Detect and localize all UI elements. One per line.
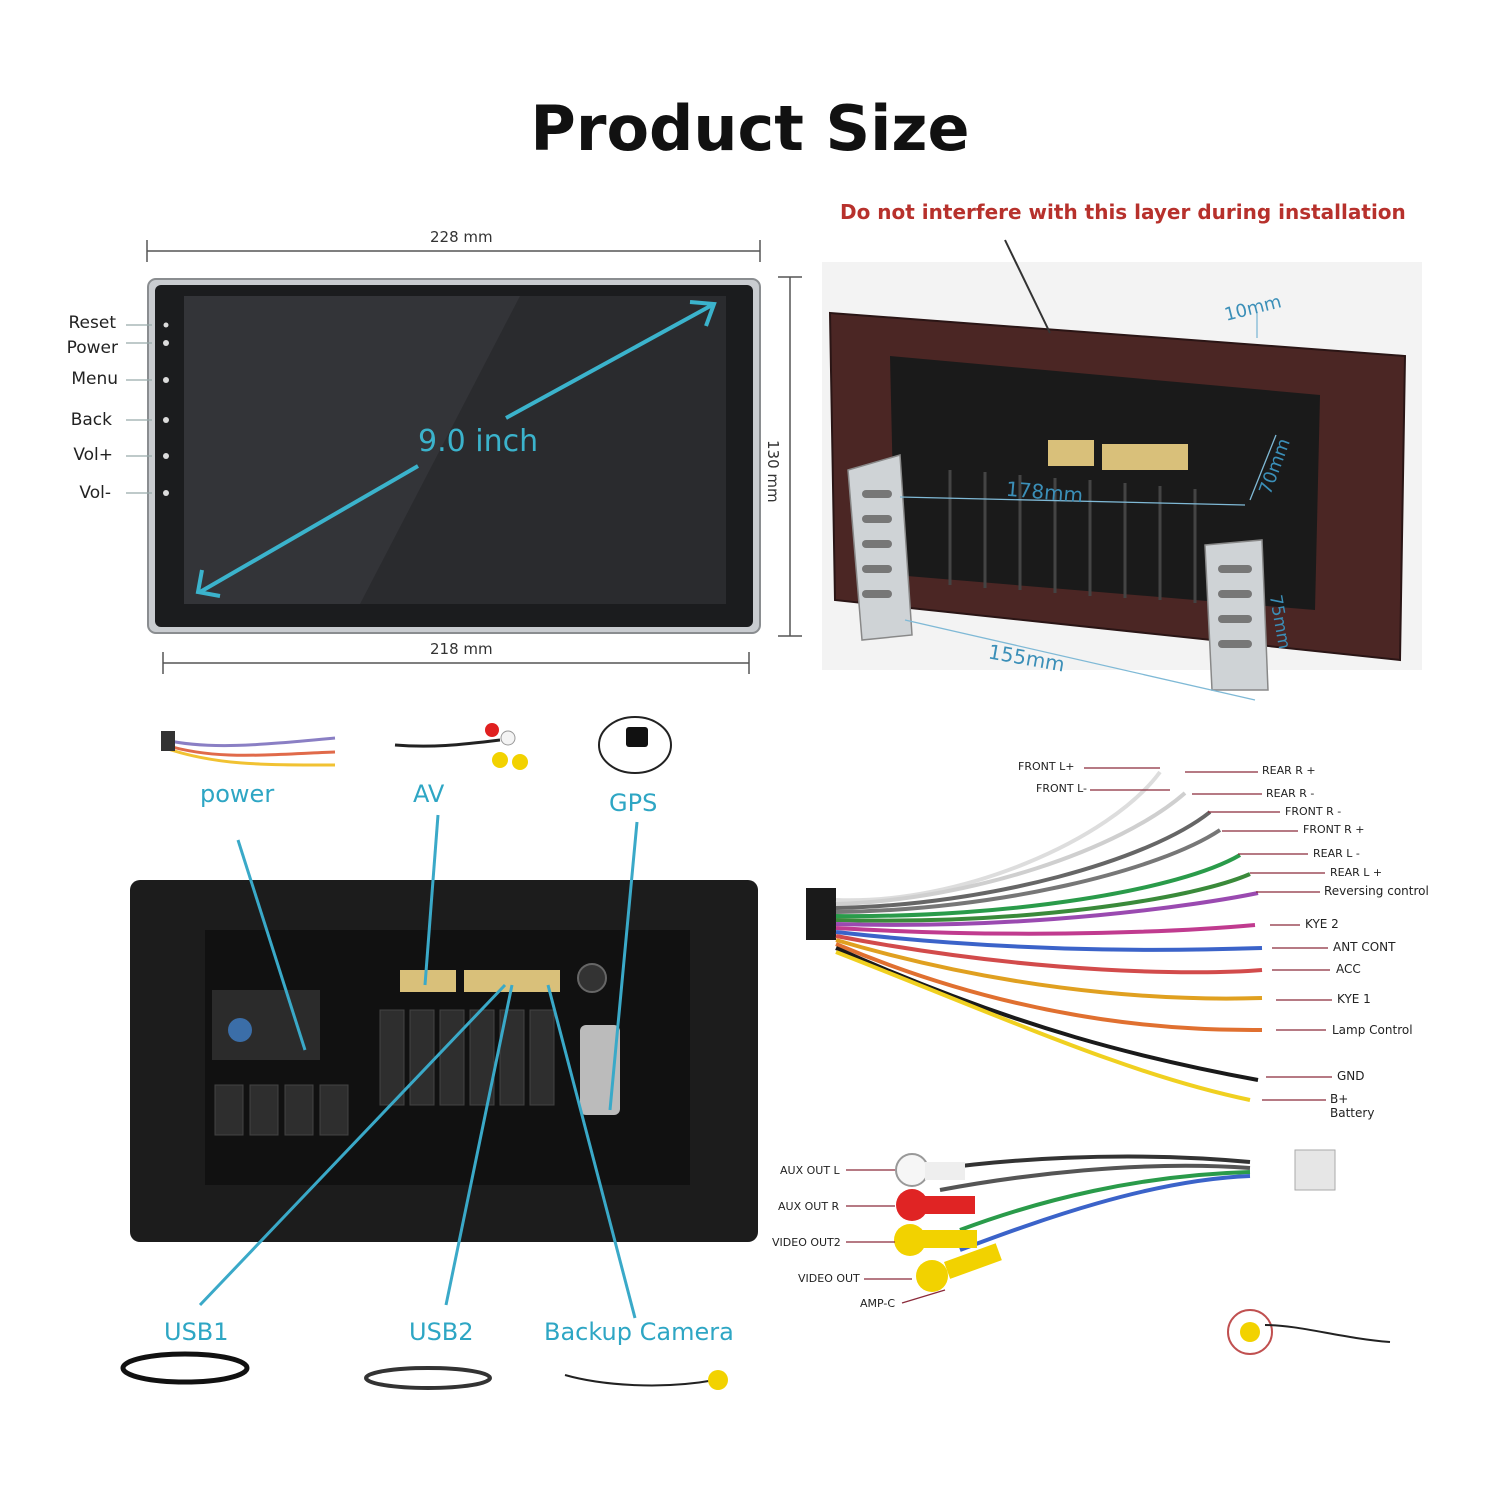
wire-label-rear-l-plus: REAR L + <box>1330 866 1383 879</box>
width-top-label: 228 mm <box>430 228 493 246</box>
install-warning: Do not interfere with this layer during … <box>840 200 1406 224</box>
wire-label-rear-l-minus: REAR L - <box>1313 847 1360 860</box>
accessory-backup-camera: Backup Camera <box>544 1318 734 1346</box>
wire-label-front-r-minus: FRONT R - <box>1285 805 1342 818</box>
button-label-power: Power <box>66 338 118 358</box>
wire-label-reversing-control: Reversing control <box>1324 884 1429 898</box>
width-bottom-label: 218 mm <box>430 640 493 658</box>
page-title: Product Size <box>530 92 970 165</box>
wire-label-front-r-plus: FRONT R + <box>1303 823 1365 836</box>
accessory-power: power <box>200 780 275 808</box>
accessory-gps: GPS <box>609 789 658 817</box>
wire-label-rear-r-minus: REAR R - <box>1266 787 1315 800</box>
wire-label-battery: Battery <box>1330 1106 1375 1120</box>
button-label-vol-up: Vol+ <box>73 445 113 465</box>
wire-label-aux-out-l: AUX OUT L <box>780 1164 840 1177</box>
wire-label-front-l-minus: FRONT L- <box>1036 782 1087 795</box>
wire-label-lamp-control: Lamp Control <box>1332 1023 1413 1037</box>
button-label-back: Back <box>70 410 112 430</box>
button-label-menu: Menu <box>71 369 118 389</box>
button-label-reset: Reset <box>68 313 117 333</box>
accessory-usb1: USB1 <box>164 1318 229 1346</box>
wire-label-aux-out-r: AUX OUT R <box>778 1200 840 1213</box>
button-label-vol-down: Vol- <box>79 483 111 503</box>
wire-label-video-out: VIDEO OUT <box>798 1272 860 1285</box>
wire-label-kye2: KYE 2 <box>1305 917 1339 931</box>
screen-size-label: 9.0 inch <box>418 424 539 459</box>
wire-label-ant-cont: ANT CONT <box>1333 940 1396 954</box>
wire-label-rear-r-plus: REAR R + <box>1262 764 1316 777</box>
wire-label-b-plus: B+ <box>1330 1092 1349 1106</box>
accessory-usb2: USB2 <box>409 1318 474 1346</box>
accessory-av: AV <box>413 780 445 808</box>
wire-label-gnd: GND <box>1337 1069 1365 1083</box>
wire-label-video-out2: VIDEO OUT2 <box>772 1236 841 1249</box>
wire-label-kye1: KYE 1 <box>1337 992 1371 1006</box>
wire-label-amp-c: AMP-C <box>860 1297 896 1310</box>
wire-label-acc: ACC <box>1336 962 1361 976</box>
height-label: 130 mm <box>764 440 782 503</box>
wire-label-front-l-plus: FRONT L+ <box>1018 760 1075 773</box>
